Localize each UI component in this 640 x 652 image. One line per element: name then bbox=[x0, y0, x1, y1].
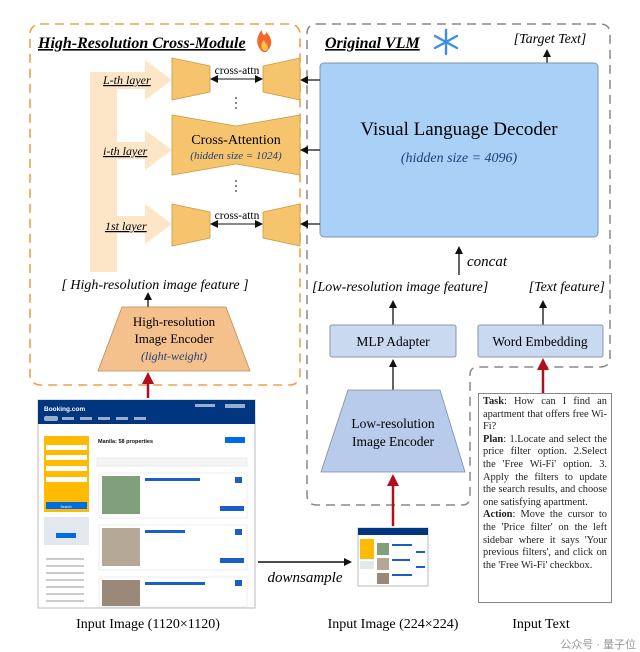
high-res-encoder bbox=[97, 306, 251, 372]
fire-icon bbox=[257, 30, 272, 52]
word-embedding-label: Word Embedding bbox=[492, 334, 588, 349]
action-text: : Move the cursor to the 'Price filter' … bbox=[483, 509, 607, 571]
task-label: Task bbox=[483, 396, 504, 407]
vlm-title: Original VLM bbox=[325, 35, 420, 52]
high-res-feature-label: [ High-resolution image feature ] bbox=[61, 278, 248, 293]
cross-attn-label-bottom: cross-attn bbox=[215, 210, 260, 222]
watermark: 公众号 · 量子位 bbox=[560, 637, 636, 651]
task-text: : How can I find an apartment that offer… bbox=[483, 396, 607, 433]
layer-label-i: i-th layer bbox=[103, 144, 148, 158]
high-res-encoder-note: (light-weight) bbox=[141, 349, 207, 363]
cross-attention-size: (hidden size = 1024) bbox=[190, 150, 282, 162]
input-image-low-res bbox=[357, 527, 429, 587]
cross-attn-right-bottom bbox=[262, 203, 301, 247]
screenshot-heading: Manila: 58 properties bbox=[98, 439, 153, 445]
cross-attn-left-top bbox=[171, 57, 211, 101]
mlp-adapter bbox=[329, 324, 457, 358]
cross-attn-right-top bbox=[262, 57, 301, 101]
screenshot-search: Search bbox=[60, 505, 71, 509]
layer-flow-arrows bbox=[90, 60, 172, 272]
ellipsis-dots bbox=[235, 97, 237, 192]
input-text-box: Task: How can I find an apartment that o… bbox=[478, 393, 612, 603]
action-label: Action bbox=[483, 509, 513, 521]
low-res-feature-label: [Low-resolution image feature] bbox=[312, 280, 488, 295]
cross-attn-label-top: cross-attn bbox=[215, 65, 260, 77]
decoder-size: (hidden size = 4096) bbox=[401, 151, 518, 166]
plan-label: Plan bbox=[483, 433, 504, 445]
low-res-encoder-line1: Low-resolution bbox=[351, 416, 434, 431]
layer-label-l: L-th layer bbox=[102, 73, 151, 87]
decoder-title: Visual Language Decoder bbox=[360, 119, 558, 140]
text-feature-label: [Text feature] bbox=[529, 280, 605, 295]
high-res-module-title: High-Resolution Cross-Module bbox=[37, 35, 246, 52]
snowflake-icon bbox=[433, 28, 459, 56]
high-res-input-caption: Input Image (1120×1120) bbox=[76, 617, 220, 632]
layer-label-1: 1st layer bbox=[105, 219, 147, 233]
mlp-adapter-label: MLP Adapter bbox=[356, 334, 430, 349]
low-res-input-caption: Input Image (224×224) bbox=[328, 617, 459, 632]
low-res-encoder-line2: Image Encoder bbox=[352, 434, 435, 449]
concat-label: concat bbox=[467, 254, 508, 270]
low-res-encoder bbox=[320, 389, 466, 473]
cross-attention-block bbox=[171, 114, 301, 176]
visual-language-decoder bbox=[319, 62, 599, 238]
vlm-border bbox=[306, 23, 611, 506]
target-text-label: [Target Text] bbox=[514, 32, 587, 47]
high-res-encoder-line2: Image Encoder bbox=[134, 331, 214, 346]
cross-attn-left-bottom bbox=[171, 203, 211, 247]
plan-text: : 1.Locate and select the price filter o… bbox=[483, 433, 607, 508]
cross-attention-title: Cross-Attention bbox=[191, 133, 280, 148]
word-embedding bbox=[477, 324, 604, 358]
screenshot-brand: Booking.com bbox=[44, 406, 85, 413]
downsample-label: downsample bbox=[268, 570, 343, 586]
high-res-encoder-line1: High-resolution bbox=[133, 314, 216, 329]
input-image-high-res: Booking.com Search Manila: 58 properties bbox=[37, 399, 256, 609]
text-input-caption: Input Text bbox=[512, 617, 570, 632]
